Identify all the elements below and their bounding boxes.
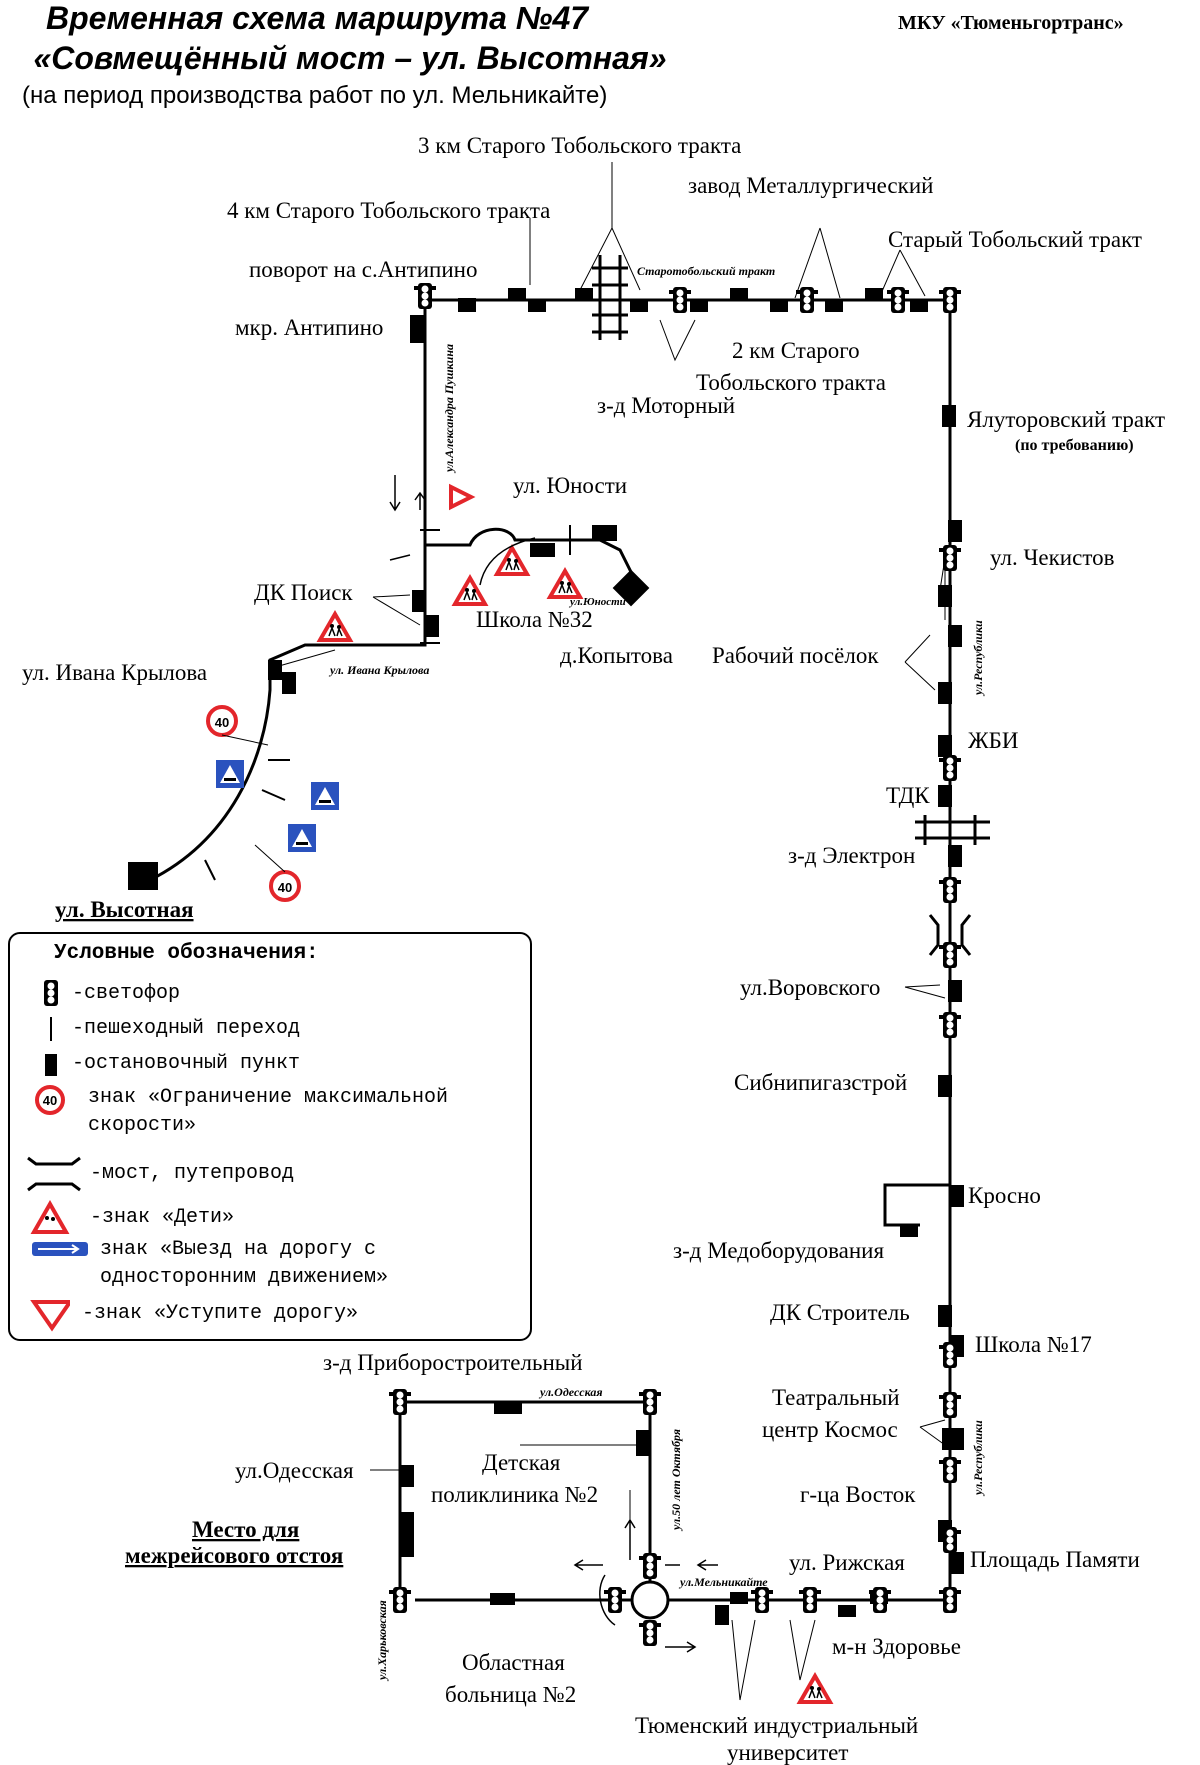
road-signs <box>28 483 832 1704</box>
street-starotob: Старотобольский тракт <box>637 264 775 278</box>
leader-lines <box>221 162 946 1701</box>
label-km2-1: 2 км Старого <box>732 338 860 363</box>
bridge-marker <box>928 914 972 956</box>
label-km3: 3 км Старого Тобольского тракта <box>418 133 741 158</box>
crosswalk-icon <box>50 1017 52 1041</box>
bus-stops <box>128 288 964 1625</box>
speed-limit-value-2: 40 <box>278 880 292 895</box>
kopytova-stop <box>612 569 650 607</box>
label-pl-pamyati: Площадь Памяти <box>970 1547 1140 1572</box>
organization: МКУ «Тюменьгортранс» <box>898 12 1124 34</box>
label-vostok: г-ца Восток <box>800 1482 916 1507</box>
label-kopytova: д.Копытова <box>560 643 673 668</box>
label-teatr-2: центр Космос <box>762 1417 898 1442</box>
street-respubliki-2: ул.Республики <box>971 1420 985 1497</box>
street-melnikaite: ул.Мельникайте <box>678 1575 768 1589</box>
label-shkola17: Школа №17 <box>975 1332 1092 1357</box>
label-rizhskaya: ул. Рижская <box>789 1550 905 1575</box>
street-oktyabrya: ул.50 лет Октября <box>669 1429 683 1532</box>
legend: Условные обозначения: -светофор -пешеход… <box>8 932 532 1341</box>
label-yalutor: Ялуторовский тракт <box>967 407 1165 432</box>
label-odesskaya: ул.Одесская <box>235 1458 354 1483</box>
stop-labels: 3 км Старого Тобольского тракта завод Ме… <box>22 133 1165 1765</box>
crosswalk-marks <box>204 525 571 881</box>
label-elektron: з-д Электрон <box>788 843 915 868</box>
label-vysotnaya: ул. Высотная <box>55 897 194 922</box>
roundabout <box>630 1580 670 1620</box>
children-sign-icon <box>30 1200 70 1234</box>
label-teatr-1: Театральный <box>772 1385 900 1410</box>
traffic-light-icon <box>44 980 58 1006</box>
label-km4: 4 км Старого Тобольского тракта <box>227 198 550 223</box>
speed-limit-value-1: 40 <box>215 715 229 730</box>
street-yunosti-short: ул.Юности <box>568 596 626 608</box>
label-vorovskogo: ул.Воровского <box>740 975 880 1000</box>
svg-text:40: 40 <box>43 1093 57 1108</box>
street-labels: Старотобольский тракт ул.Александра Пушк… <box>328 264 985 1682</box>
label-chekistov: ул. Чекистов <box>990 545 1115 570</box>
label-zavod-metall: завод Металлургический <box>688 173 933 198</box>
label-tiu-2: университет <box>727 1740 848 1765</box>
legend-title: Условные обозначения: <box>54 942 319 965</box>
label-otstoy-2: межрейсового отстоя <box>125 1543 343 1568</box>
label-stary-tob: Старый Тобольский тракт <box>888 227 1142 252</box>
speed-limit-icon: 40 <box>35 1085 65 1115</box>
label-krylova: ул. Ивана Крылова <box>22 660 207 685</box>
label-medoborud: з-д Медоборудования <box>673 1238 884 1263</box>
label-polik-2: поликлиника №2 <box>431 1482 598 1507</box>
street-odesskaya: ул.Одесская <box>538 1385 603 1399</box>
label-km2-2: Тобольского тракта <box>696 370 886 395</box>
label-antipino: мкр. Антипино <box>235 315 383 340</box>
title-line-1: Временная схема маршрута №47 <box>46 0 589 36</box>
street-kharkovskaya: ул.Харьковская <box>375 1600 389 1682</box>
label-zdorovie: м-н Здоровье <box>832 1634 961 1659</box>
label-yunosti: ул. Юности <box>513 473 627 498</box>
label-otstoy-1: Место для <box>192 1517 299 1542</box>
label-obl-bol-1: Областная <box>462 1650 565 1675</box>
label-yalutor-note: (по требованию) <box>1015 437 1134 454</box>
label-sibnipi: Сибнипигазстрой <box>734 1070 907 1095</box>
street-respubliki-1: ул.Республики <box>971 620 985 697</box>
subtitle: (на период производства работ по ул. Мел… <box>22 82 608 109</box>
label-zhbi: ЖБИ <box>968 728 1018 753</box>
label-shkola32: Школа №32 <box>476 607 593 632</box>
label-dk-poisk: ДК Поиск <box>254 580 353 605</box>
label-rab-posel: Рабочий посёлок <box>712 643 879 668</box>
label-priborostr: з-д Приборостроительный <box>323 1350 583 1375</box>
label-tdk: ТДК <box>886 783 930 808</box>
label-krosno: Кросно <box>968 1183 1041 1208</box>
title-line-2: «Совмещённый мост – ул. Высотная» <box>33 40 667 76</box>
one-way-sign-icon <box>32 1242 88 1256</box>
railway-crossing <box>592 255 990 845</box>
label-tiu-1: Тюменский индустриальный <box>635 1713 918 1738</box>
direction-arrows <box>389 475 718 1653</box>
yield-sign-icon <box>30 1300 70 1332</box>
label-motorny: з-д Моторный <box>597 393 735 418</box>
label-polik-1: Детская <box>482 1450 561 1475</box>
label-dk-stroitel: ДК Строитель <box>770 1300 910 1325</box>
street-krylova: ул. Ивана Крылова <box>328 663 429 677</box>
label-povorot: поворот на с.Антипино <box>249 257 477 282</box>
bus-stop-icon <box>45 1054 57 1076</box>
bridge-icon <box>27 1156 81 1192</box>
street-pushkina: ул.Александра Пушкина <box>442 344 456 474</box>
label-obl-bol-2: больница №2 <box>445 1682 576 1707</box>
